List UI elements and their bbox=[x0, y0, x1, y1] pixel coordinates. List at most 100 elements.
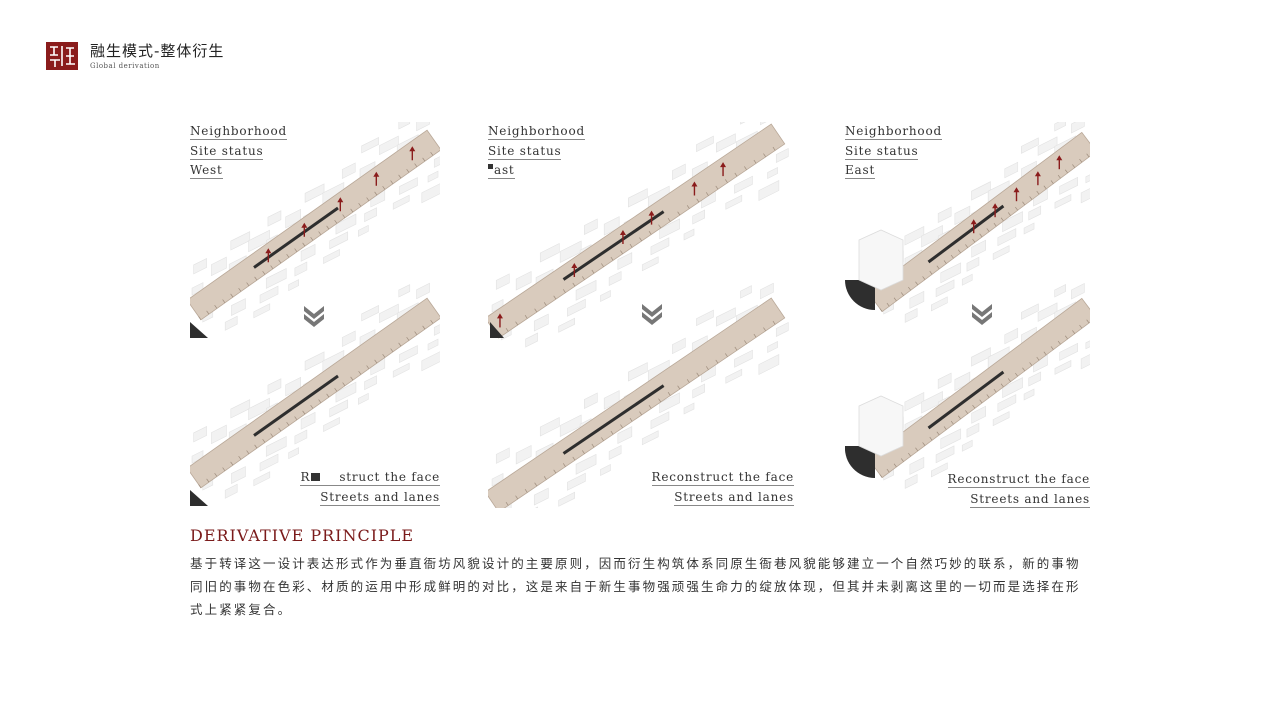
facade-detail bbox=[390, 180, 394, 184]
street-block bbox=[488, 122, 789, 348]
facade-detail bbox=[1086, 153, 1090, 158]
facade-detail bbox=[238, 455, 242, 460]
isometric-diagram-middle bbox=[488, 122, 789, 508]
growth-arrow-head bbox=[265, 248, 272, 254]
building-mass bbox=[535, 506, 538, 508]
facade-detail bbox=[734, 346, 738, 351]
growth-arrow-head bbox=[691, 181, 698, 187]
facade-detail bbox=[677, 385, 681, 390]
facade-detail bbox=[414, 163, 418, 167]
facade-detail bbox=[993, 388, 997, 393]
building-mass bbox=[692, 383, 706, 399]
building-mass bbox=[259, 285, 279, 304]
facade-detail bbox=[1036, 356, 1040, 361]
facade-detail bbox=[1029, 196, 1033, 200]
building-mass bbox=[495, 447, 510, 464]
building-mass bbox=[300, 411, 316, 430]
building-mass bbox=[259, 453, 279, 472]
building-mass bbox=[288, 279, 299, 292]
facade-detail bbox=[639, 237, 643, 242]
facade-detail bbox=[639, 411, 643, 416]
facade-detail bbox=[591, 269, 595, 274]
growth-arrow-head bbox=[970, 219, 977, 225]
building-mass bbox=[230, 231, 251, 251]
facade-detail bbox=[648, 230, 652, 235]
building-mass bbox=[961, 273, 973, 286]
facade-detail bbox=[908, 452, 911, 457]
facade-detail bbox=[382, 185, 386, 190]
facade-detail bbox=[534, 482, 538, 487]
building-mass bbox=[696, 135, 714, 153]
page-title: 融生模式-整体衍生 bbox=[90, 42, 225, 60]
facade-detail bbox=[957, 249, 961, 254]
building-mass bbox=[1004, 161, 1019, 179]
facade-detail bbox=[629, 243, 633, 248]
building-mass bbox=[1059, 176, 1078, 195]
building-mass bbox=[224, 483, 238, 499]
building-mass bbox=[937, 206, 952, 224]
building-mass bbox=[734, 349, 753, 368]
building-mass bbox=[323, 417, 340, 432]
building-mass bbox=[335, 213, 357, 235]
isometric-diagram-west bbox=[190, 122, 440, 506]
facade-detail bbox=[366, 365, 370, 369]
facade-detail bbox=[326, 225, 330, 230]
label-site-status: Site status bbox=[190, 143, 264, 160]
bottom-labels: Reconstruct the face Streets and lanes bbox=[651, 468, 794, 507]
building-mass bbox=[641, 256, 659, 272]
facade-detail bbox=[1072, 330, 1076, 334]
facade-detail bbox=[572, 282, 576, 287]
building-mass bbox=[997, 228, 1017, 247]
building-mass bbox=[533, 487, 549, 506]
building-mass bbox=[399, 345, 418, 364]
building-mass bbox=[211, 256, 227, 277]
facade-detail bbox=[342, 214, 346, 218]
building-mass bbox=[193, 425, 207, 443]
facade-detail bbox=[936, 431, 940, 436]
facade-detail bbox=[270, 433, 274, 437]
panel-east: Neighborhood Site status East Reconstruc… bbox=[845, 122, 1090, 508]
building-mass bbox=[193, 257, 207, 275]
double-chevron-down-icon bbox=[304, 306, 324, 327]
facade-detail bbox=[686, 205, 690, 209]
facade-detail bbox=[230, 461, 234, 466]
facade-detail bbox=[879, 474, 883, 478]
building-mass bbox=[961, 439, 973, 452]
facade-detail bbox=[562, 289, 566, 293]
street-block bbox=[190, 282, 440, 506]
facade-detail bbox=[1022, 201, 1026, 206]
facade-detail bbox=[310, 236, 314, 241]
building-mass bbox=[1023, 222, 1035, 235]
facade-detail bbox=[524, 315, 528, 319]
building-mass bbox=[539, 416, 560, 437]
facade-detail bbox=[334, 387, 338, 392]
facade-detail bbox=[206, 478, 210, 483]
facade-detail bbox=[993, 222, 997, 227]
building-mass bbox=[909, 290, 925, 309]
building-mass bbox=[940, 262, 962, 284]
facade-detail bbox=[972, 238, 976, 243]
building-mass bbox=[760, 282, 774, 300]
dark-lane bbox=[562, 210, 665, 281]
building-mass bbox=[294, 429, 308, 445]
building-mass bbox=[659, 392, 680, 414]
facade-detail bbox=[715, 359, 719, 364]
facade-detail bbox=[658, 398, 662, 403]
facade-detail bbox=[591, 443, 595, 448]
facade-detail bbox=[763, 153, 766, 158]
facade-detail bbox=[254, 444, 258, 449]
facade-detail bbox=[979, 399, 983, 404]
building-mass bbox=[971, 181, 991, 201]
building-mass bbox=[650, 237, 670, 256]
building-mass bbox=[1002, 211, 1023, 233]
facade-detail bbox=[430, 319, 434, 324]
facade-detail bbox=[262, 270, 266, 275]
building-mass bbox=[267, 210, 282, 227]
building-mass bbox=[940, 428, 962, 450]
building-mass bbox=[567, 472, 586, 491]
dark-corner-mass bbox=[190, 322, 208, 338]
label-neighborhood: Neighborhood bbox=[845, 124, 942, 140]
growth-arrow-head bbox=[1013, 187, 1020, 193]
growth-arrow-head bbox=[1034, 171, 1041, 177]
